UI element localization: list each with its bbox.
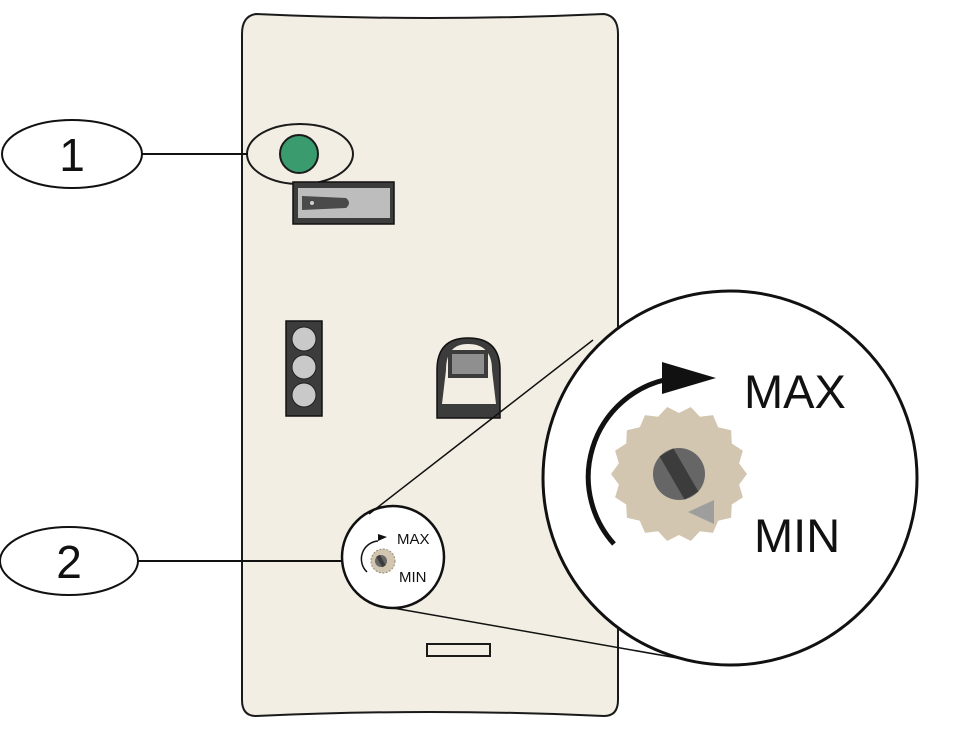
dial-detail: MAX MIN [541, 289, 919, 667]
callout-2: 2 [0, 526, 343, 596]
indicator-strip [285, 320, 323, 417]
screw-slot [659, 448, 699, 500]
dial-small-min-label: MIN [399, 569, 427, 586]
callout-2-number: 2 [56, 536, 82, 588]
rotation-arrow-arc [585, 377, 665, 546]
zoom-line-lower [392, 607, 701, 663]
callout-1-number: 1 [59, 129, 85, 181]
dial-small: MAX MIN [340, 504, 446, 610]
slide-switch [292, 181, 395, 225]
sensor-dome [436, 337, 501, 419]
callout-1: 1 [1, 119, 248, 189]
dial-min-label: MIN [754, 509, 840, 562]
rotation-arrow-head [662, 362, 716, 394]
dial-small-max-label: MAX [397, 531, 430, 548]
dial-max-label: MAX [744, 365, 846, 418]
bottom-slot [426, 643, 491, 657]
pointer-triangle-icon [688, 500, 714, 524]
zoom-line-upper [368, 339, 594, 515]
status-led [279, 134, 319, 174]
